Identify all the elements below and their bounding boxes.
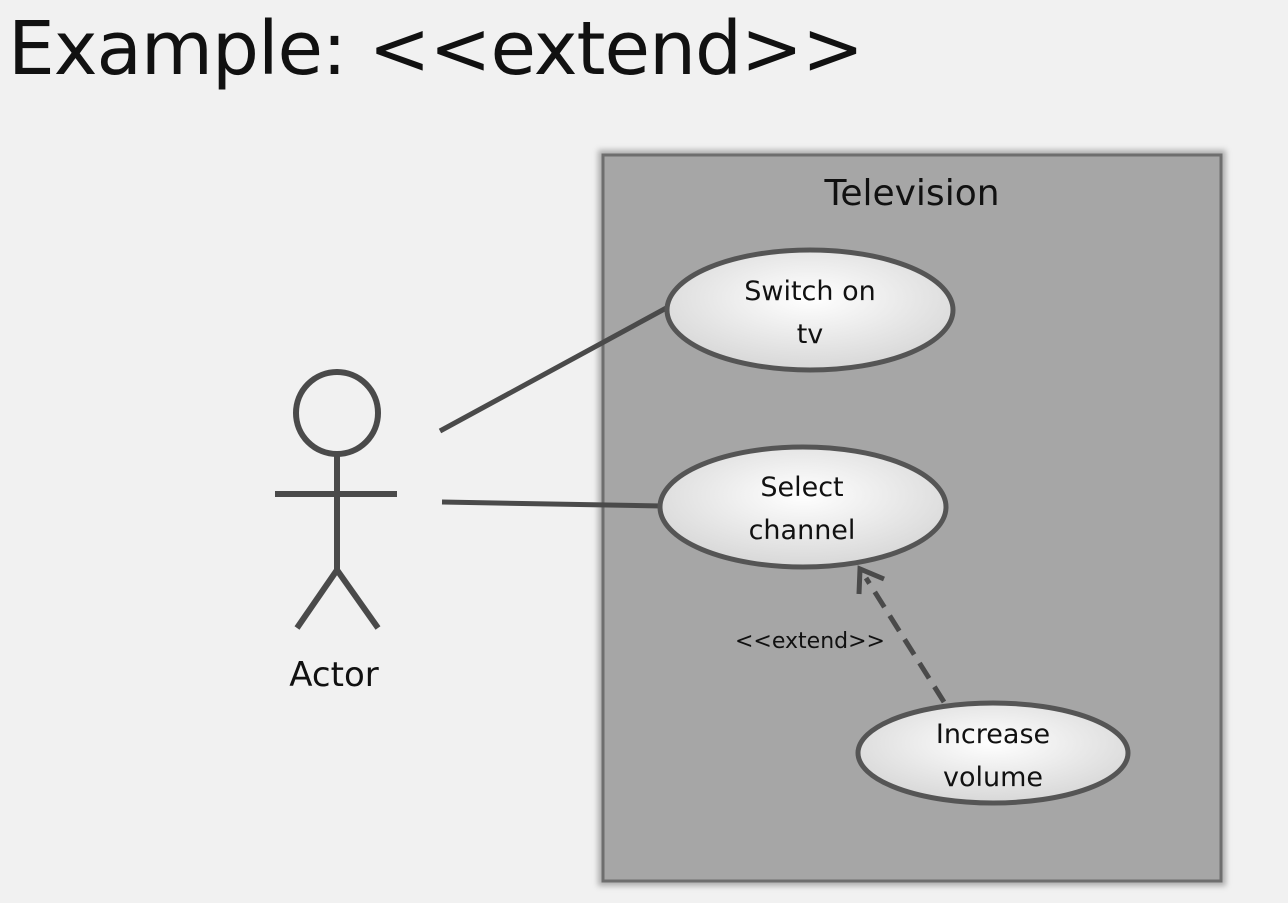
use-case-select-channel[interactable]: Select channel: [657, 444, 949, 570]
association-switch-on-tv: [438, 303, 672, 434]
use-case-increase-volume-line-1: Increase: [936, 719, 1050, 750]
use-case-select-channel-line-2: channel: [749, 515, 856, 546]
actor-figure[interactable]: [275, 369, 397, 630]
actor-right-leg: [334, 568, 381, 630]
extend-dashed-line: [863, 576, 947, 704]
slide-title: Example: <<extend>>: [8, 6, 864, 92]
extend-relationship: <<extend>>: [735, 565, 947, 704]
use-case-switch-on-tv-line-1: Switch on: [744, 276, 875, 307]
actor-label: Actor: [289, 655, 378, 695]
use-case-select-channel-line-1: Select: [760, 472, 843, 503]
actor-head: [293, 369, 381, 457]
extend-arrowhead: [856, 565, 885, 595]
system-label: Television: [823, 173, 999, 214]
actor-left-leg: [294, 568, 340, 630]
association-select-channel: [441, 499, 663, 509]
use-case-increase-volume-line-2: volume: [943, 762, 1043, 793]
use-case-increase-volume[interactable]: Increase volume: [855, 700, 1131, 806]
use-case-switch-on-tv-line-2: tv: [797, 319, 824, 350]
extend-label: <<extend>>: [735, 629, 885, 654]
use-case-switch-on-tv[interactable]: Switch on tv: [664, 247, 956, 373]
